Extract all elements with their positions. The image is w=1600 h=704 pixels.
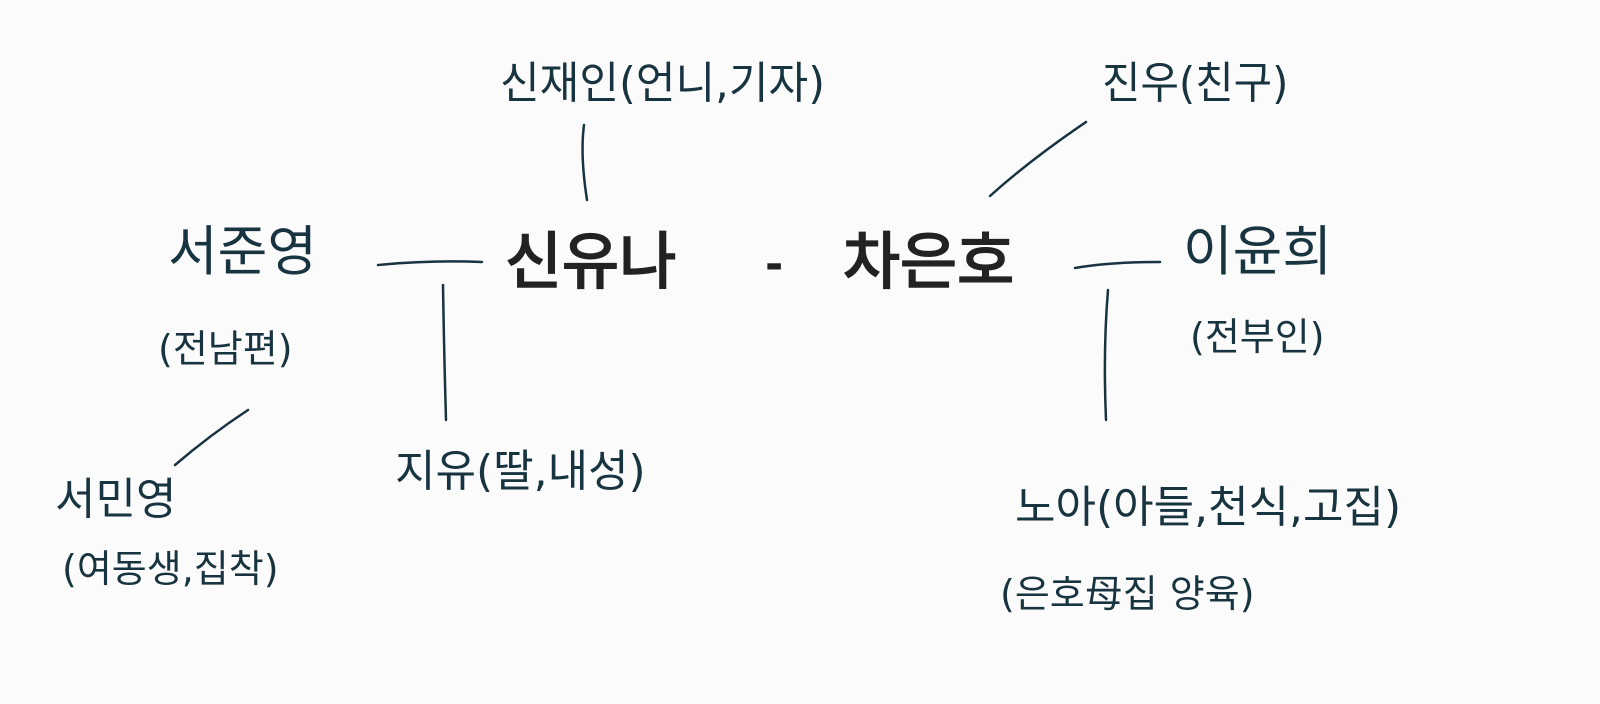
line-friend-to-eunho — [988, 120, 1088, 198]
node-son: 노아(아들,천식,고집) — [1015, 482, 1402, 533]
node-ex-wife-name: 이윤희 — [1183, 220, 1333, 283]
node-ex-husband-sister-role: (여동생,집착) — [62, 547, 279, 591]
node-ex-husband-sister-name: 서민영 — [55, 474, 177, 525]
line-ex-husband-to-yuna — [376, 260, 484, 267]
node-sister: 신재인(언니,기자) — [500, 58, 826, 109]
node-ex-husband-role: (전남편) — [158, 327, 293, 371]
node-friend: 진우(친구) — [1102, 58, 1289, 109]
line-sister-to-yuna — [581, 123, 589, 202]
node-son-note: (은호母집 양육) — [1000, 572, 1255, 616]
line-eunho-to-son — [1103, 288, 1110, 422]
center-person-a: 신유나 — [505, 225, 677, 298]
line-eunho-to-ex-wife — [1073, 260, 1162, 270]
node-ex-husband-name: 서준영 — [168, 220, 318, 283]
node-ex-wife-role: (전부인) — [1190, 315, 1325, 359]
line-ex-husband-to-sister — [173, 408, 250, 467]
center-person-b: 차은호 — [843, 225, 1015, 298]
line-yuna-to-daughter — [441, 283, 448, 422]
node-daughter: 지유(딸,내성) — [395, 446, 646, 497]
center-separator: - — [765, 239, 784, 290]
